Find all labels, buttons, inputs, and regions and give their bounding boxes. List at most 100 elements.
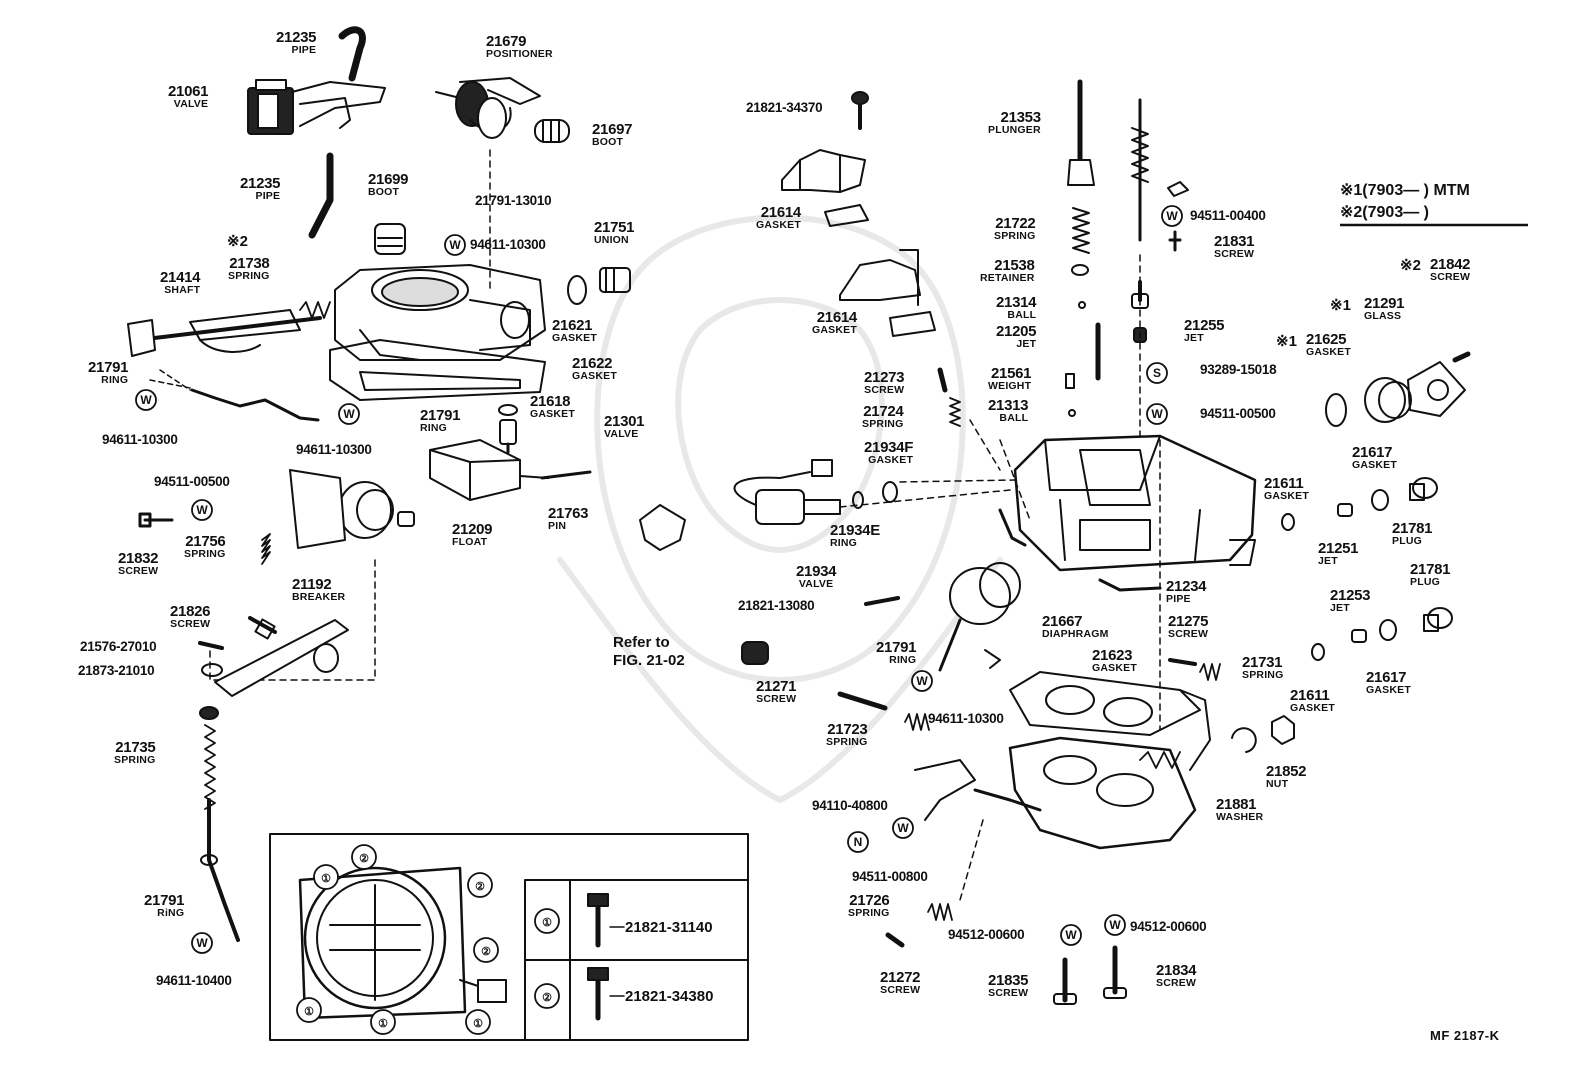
small-plate [1167, 181, 1189, 197]
part-code-c1: 94611-10300 [470, 237, 546, 252]
ball-21313 [1068, 409, 1076, 417]
part-number: 21832 [118, 550, 159, 567]
part-number: 21834 [1156, 962, 1197, 979]
pin-21763 [540, 470, 592, 480]
inset-circle-marks [296, 844, 560, 1035]
part-name: GASKET [572, 370, 617, 382]
gasket-21625 [1325, 393, 1347, 427]
washer-letter-9: W [916, 674, 928, 688]
part-number: 21313 [988, 397, 1029, 414]
part-name: GLASS [1364, 310, 1402, 322]
part-code-c4: 94611-10300 [296, 442, 372, 457]
inset-digit-1: ① [321, 873, 331, 885]
part-21614-upper [781, 149, 869, 227]
plug-21781b [1423, 607, 1453, 632]
rod-21791 [207, 798, 240, 942]
washer-letter-5: W [196, 936, 208, 950]
part-number: 21209 [452, 521, 493, 538]
refer-line-1: Refer to [613, 634, 670, 651]
washer-letter-7: S [1153, 366, 1161, 380]
washer-21873 [201, 663, 223, 677]
part-number: 21538 [994, 257, 1035, 274]
inset-code-1: 21821-31140 [625, 919, 713, 936]
gasket-21617b [1379, 619, 1397, 641]
part-number: 21614 [816, 309, 858, 326]
washer-letter-1: W [449, 238, 461, 252]
part-name: SCREW [864, 384, 905, 396]
union-21751 [599, 267, 631, 293]
gasket-21623 [1009, 671, 1201, 736]
part-name: POSITIONER [486, 48, 553, 60]
spring-21726 [927, 903, 953, 921]
inset-frame [269, 833, 749, 1041]
part-name: SPRING [1242, 669, 1284, 681]
part-number: 21251 [1318, 540, 1359, 557]
screw-21834 [1103, 945, 1127, 999]
spring-21723 [904, 713, 930, 731]
part-number: 21353 [1000, 109, 1042, 126]
part-code-c7: 21873-21010 [78, 663, 155, 678]
part-number: 21831 [1214, 233, 1255, 250]
w-icon-11 [1104, 914, 1126, 936]
part-name: SPRING [848, 907, 890, 919]
plunger-21353 [1067, 79, 1095, 186]
gasket-21934f [882, 481, 898, 503]
part-name: RING [889, 654, 917, 666]
washer-letter-2: W [140, 393, 152, 407]
part-code-c16: 94511-00800 [852, 869, 928, 884]
part-name: GASKET [868, 454, 914, 466]
breaker-21192 [289, 469, 415, 549]
spring-21722 [1072, 207, 1090, 254]
part-number: 21253 [1330, 587, 1371, 604]
part-name: VALVE [604, 428, 639, 440]
part-name: VALVE [798, 578, 834, 590]
w-icon-10 [1060, 924, 1082, 946]
part-number: 21756 [185, 533, 226, 550]
washer-letter-12: W [1065, 928, 1077, 942]
weight-21561 [1065, 373, 1075, 389]
part-number: 21617 [1352, 444, 1393, 461]
part-number: 21273 [864, 369, 905, 386]
part-name: SCREW [170, 618, 211, 630]
mark-1-gasket: ※1 [1276, 333, 1297, 350]
part-name: PIN [548, 520, 567, 532]
part-number: 21291 [1364, 295, 1405, 312]
inset-digit-5: ① [304, 1006, 314, 1018]
part-name: SCREW [756, 693, 797, 705]
part-number: 21791 [144, 892, 185, 909]
part-name: PLUNGER [988, 124, 1041, 136]
screw-21831 [1168, 230, 1182, 252]
plug-21781a [1409, 477, 1438, 501]
part-code-c15: 94110-40800 [812, 798, 888, 813]
part-name: RETAINER [980, 272, 1035, 284]
part-name: GASKET [1306, 346, 1351, 358]
part-code-c11: 93289-15018 [1200, 362, 1277, 377]
part-name: BALL [999, 412, 1029, 424]
washer-letter-11: W [897, 821, 909, 835]
part-name: SPRING [184, 548, 226, 560]
part-number: 21611 [1264, 475, 1304, 492]
part-number: 21735 [115, 739, 156, 756]
part-code-c17: 94512-00600 [948, 927, 1025, 942]
